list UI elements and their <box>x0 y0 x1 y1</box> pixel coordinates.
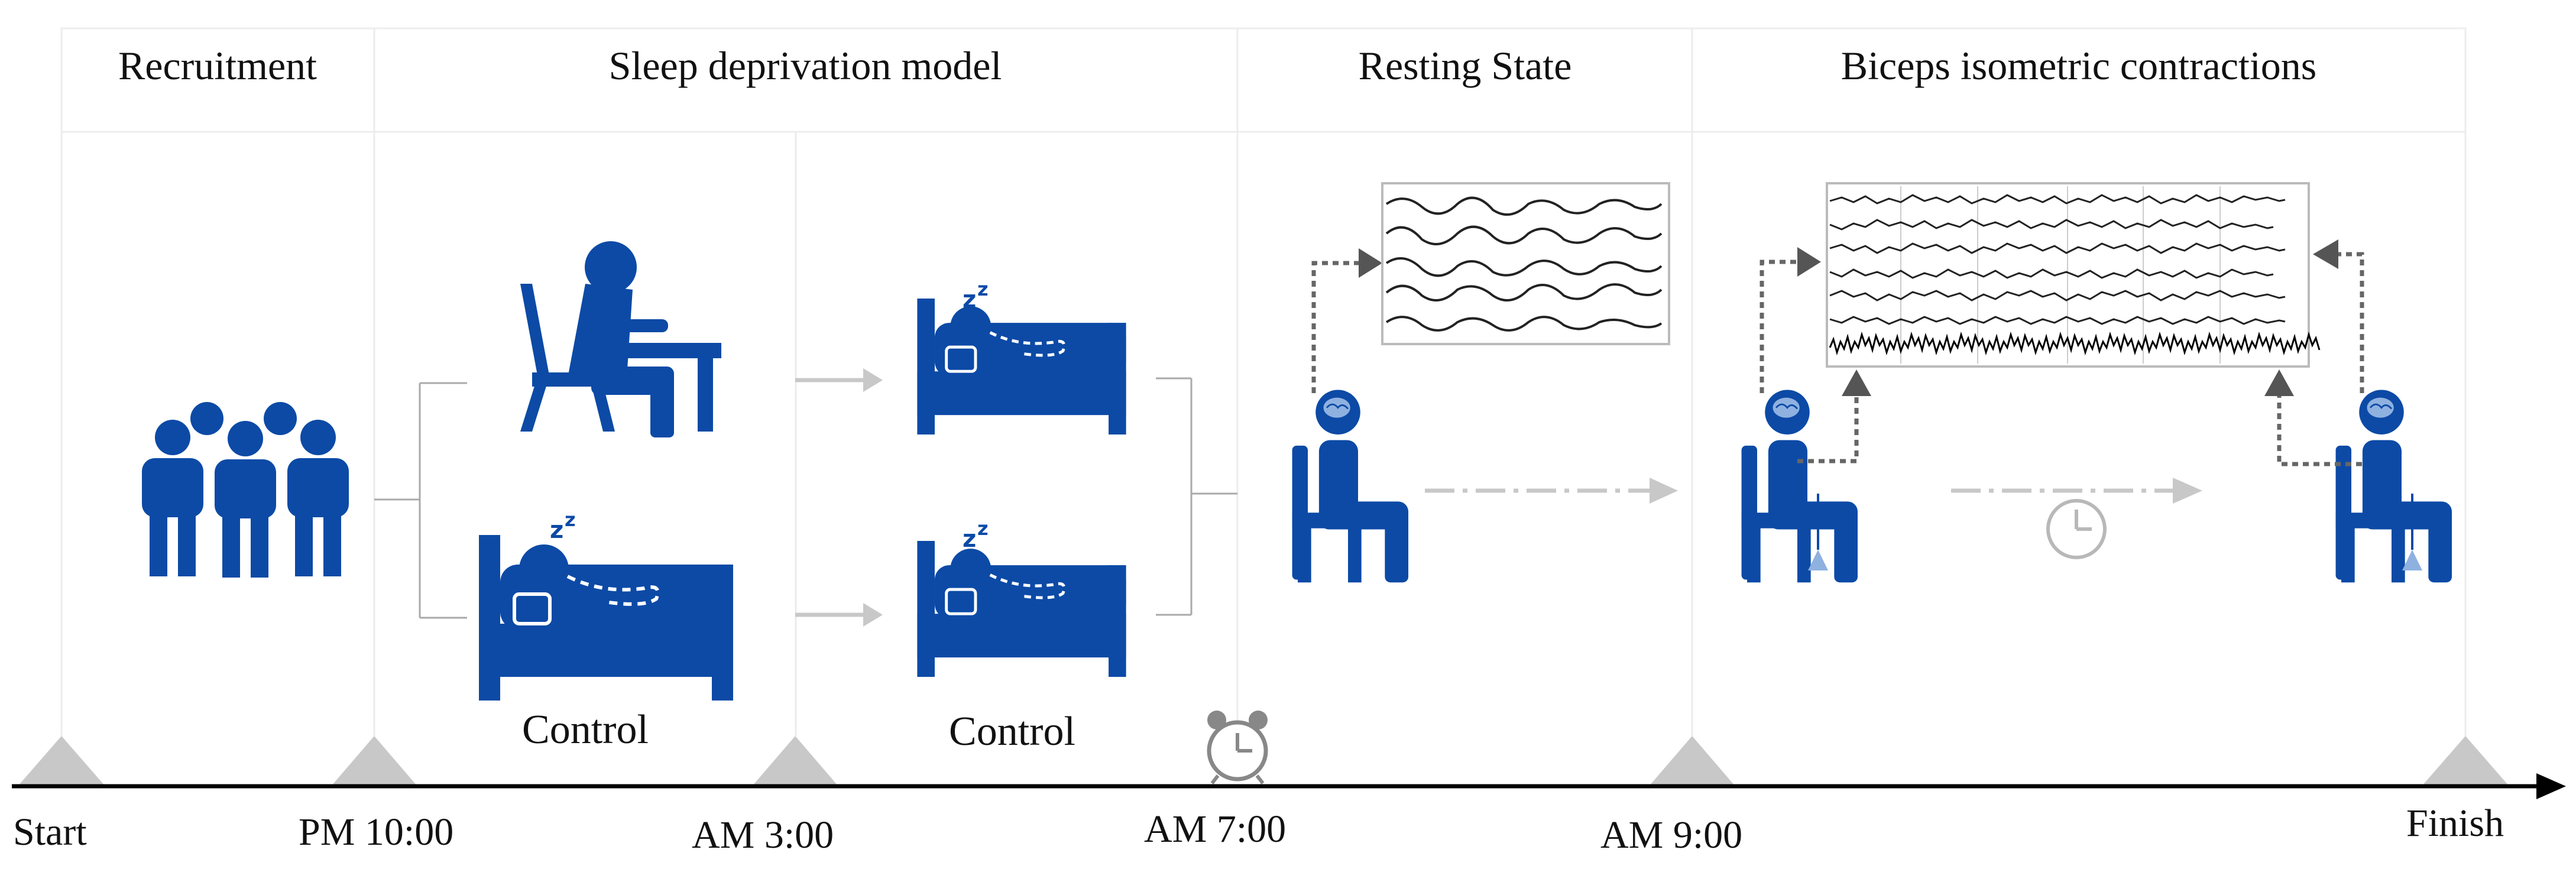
header-band <box>60 27 2467 133</box>
eeg-trace-icon <box>1381 182 1670 345</box>
eeg-emg-trace-icon <box>1826 182 2321 368</box>
time-am7: AM 7:00 <box>1144 808 1287 851</box>
seated-person-icon <box>1291 388 1409 583</box>
transition-arrows <box>795 368 883 627</box>
emg-trace <box>1829 331 2321 356</box>
timeline-axis <box>12 773 2566 799</box>
phase-resting-state: Resting State <box>1358 43 1572 88</box>
svg-text:z: z <box>565 508 576 531</box>
eeg-link-arrow <box>1311 248 1382 393</box>
phase-recruitment: Recruitment <box>118 43 317 88</box>
weight-icon <box>1808 494 1828 570</box>
svg-text:z: z <box>963 526 976 553</box>
svg-text:z: z <box>550 517 563 544</box>
svg-text:z: z <box>977 278 989 300</box>
group-label-control-2: Control <box>949 709 1075 754</box>
time-start: Start <box>13 810 87 854</box>
svg-text:z: z <box>977 517 989 540</box>
person-in-bed-icon <box>917 541 1126 677</box>
phase-biceps: Biceps isometric contractions <box>1841 43 2317 88</box>
branch-bracket-1 <box>374 382 467 619</box>
clock-icon <box>2046 499 2107 559</box>
time-pm10: PM 10:00 <box>299 810 454 854</box>
person-in-bed-icon <box>479 535 733 701</box>
sleep-z-icon: z z <box>963 517 989 553</box>
sleep-z-icon: z z <box>550 508 576 544</box>
branch-bracket-2 <box>1156 377 1237 616</box>
column-dividers <box>60 28 2467 736</box>
alarm-clock-icon <box>1207 711 1268 784</box>
person-in-bed-icon <box>917 299 1126 434</box>
time-finish: Finish <box>2406 802 2504 845</box>
time-am3: AM 3:00 <box>692 813 834 857</box>
timeline-markers <box>18 736 2509 786</box>
dashdot-arrow-1 <box>1425 478 1678 504</box>
dashdot-arrow-2 <box>1951 478 2202 504</box>
person-at-desk-icon <box>520 241 721 437</box>
biceps-link-arrows <box>1760 239 2364 466</box>
group-label-control-1: Control <box>522 707 649 753</box>
time-am9: AM 9:00 <box>1600 813 1743 857</box>
sleep-z-icon: z z <box>963 278 989 313</box>
svg-text:z: z <box>963 286 976 313</box>
seated-person-icon <box>2335 388 2453 583</box>
weight-icon <box>2402 494 2422 570</box>
seated-person-icon <box>1741 388 1859 583</box>
people-group-icon <box>142 402 349 578</box>
phase-sleep-deprivation: Sleep deprivation model <box>608 43 1002 88</box>
